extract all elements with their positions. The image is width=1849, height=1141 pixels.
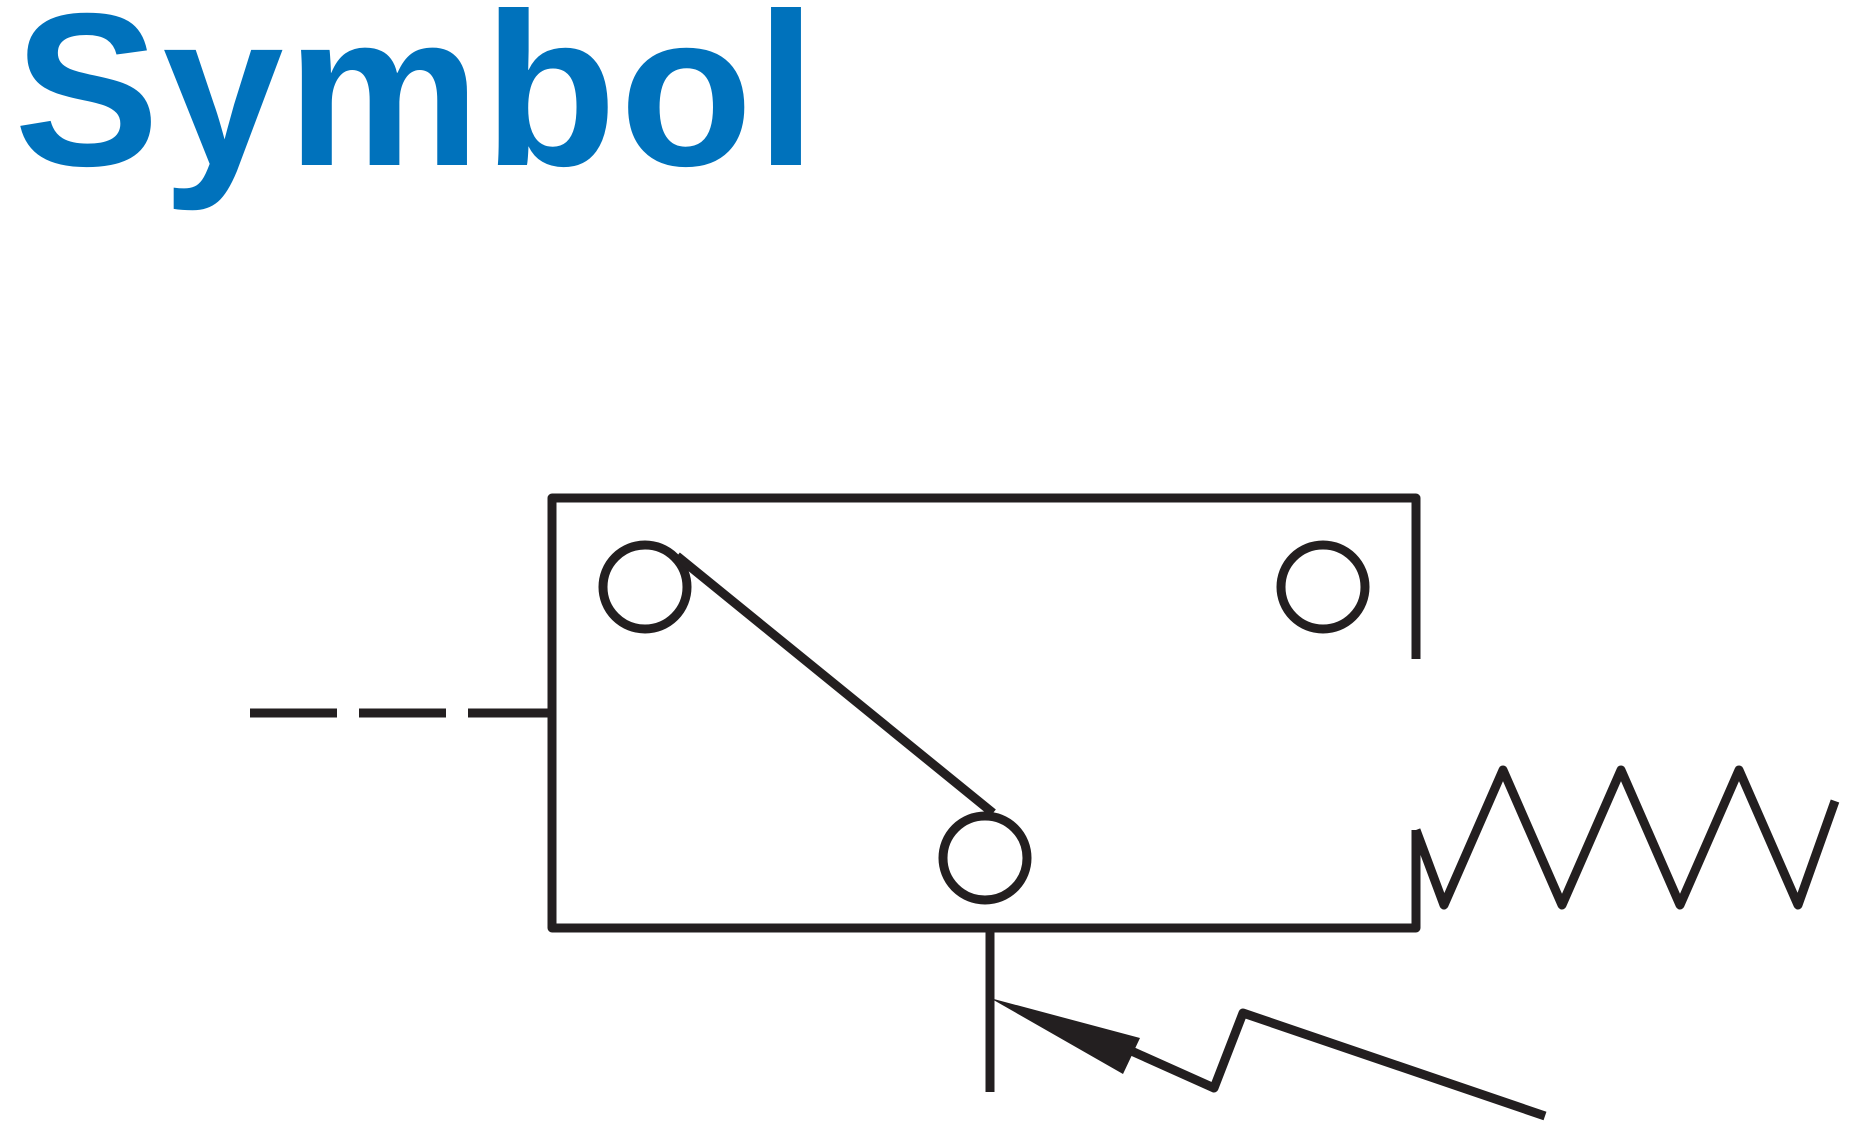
adjustment-arrowhead <box>990 998 1140 1074</box>
contact-terminal-left <box>598 540 692 634</box>
page-title: Symbol <box>14 0 820 212</box>
adjustment-zigzag <box>1125 1008 1547 1121</box>
contact-terminal-bottom <box>938 811 1032 905</box>
contact-terminal-right <box>1276 540 1370 634</box>
switch-lever <box>674 552 996 817</box>
return-spring <box>1411 765 1840 910</box>
